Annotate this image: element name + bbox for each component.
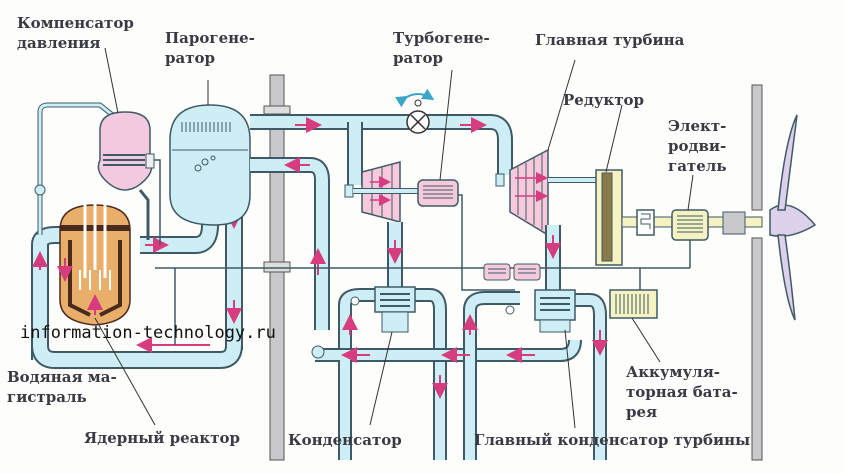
label-line: ратор: [165, 49, 215, 67]
label-main-turbine: Главная турбина: [535, 31, 685, 49]
condensate-loop: [315, 288, 607, 460]
steam-valve[interactable]: [395, 88, 435, 134]
condenser: [374, 286, 416, 333]
electric-motor: [671, 209, 709, 241]
turbogenerator: [417, 179, 515, 291]
propeller: [769, 114, 817, 321]
pressurizer: [97, 111, 161, 245]
reducer: [595, 169, 623, 266]
label-nuclear-reactor: Ядерный реактор: [84, 429, 240, 447]
label-condenser: Конденсатор: [288, 431, 402, 449]
hull-bulkhead-right: [751, 84, 763, 461]
label-turbogenerator: Турбогене- ратор: [393, 28, 490, 68]
shaft-bearing: [722, 211, 746, 235]
label-line: рея: [626, 403, 658, 421]
label-line: гатель: [668, 157, 727, 175]
battery: [609, 289, 658, 319]
label-line: ратор: [393, 49, 443, 67]
label-line: Парогене-: [165, 29, 255, 47]
clutch: [636, 209, 655, 236]
label-line: торная бата-: [626, 383, 738, 401]
label-reducer: Редуктор: [563, 91, 645, 109]
label-main-turbine-condenser: Главный конденсатор турбины: [474, 431, 751, 449]
valve-icon: [34, 184, 46, 196]
motor-generator-set: [483, 263, 541, 281]
label-line: Водяная ма-: [7, 368, 117, 386]
nuclear-reactor: [57, 200, 131, 326]
watermark: information-technology.ru: [20, 323, 276, 343]
label-electric-motor: Элект- родви- гатель: [668, 116, 727, 176]
label-battery: Аккумуля- торная бата- рея: [626, 362, 738, 422]
label-pressurizer: Компенсатор давления: [17, 13, 134, 53]
label-line: родви-: [668, 137, 727, 155]
steam-main: [250, 114, 513, 330]
steam-generator: [169, 104, 251, 226]
label-line: давления: [17, 34, 101, 52]
label-water-main: Водяная ма- гистраль: [7, 367, 117, 407]
label-line: Турбогене-: [393, 29, 490, 47]
label-line: Аккумуля-: [626, 363, 720, 381]
main-turbine: [495, 148, 600, 237]
label-line: Элект-: [668, 117, 727, 135]
label-line: гистраль: [7, 388, 87, 406]
label-steam-generator: Парогене- ратор: [165, 28, 255, 68]
label-line: Компенсатор: [17, 14, 134, 32]
main-turbine-condenser: [534, 289, 576, 333]
